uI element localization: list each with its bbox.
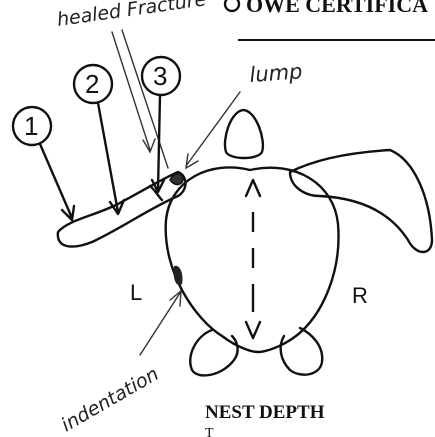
length-arrow-top-head [246,180,260,196]
callout-1: 1 [13,107,74,220]
length-arrow-bottom-head [246,322,260,338]
rear-left-flipper [190,330,237,375]
rear-right-flipper [281,328,323,375]
section-heading: NEST DEPTH [205,402,325,423]
callout-3-label: 3 [153,61,167,91]
annotation-lump: lump [249,59,303,87]
front-right-flipper [290,150,432,252]
indentation-arrow [140,291,181,355]
healed-fracture-arrow [112,32,155,152]
header-fragment: OWE CERTIFICA [246,0,428,17]
callout-3: 3 [142,57,180,192]
section-body-fragment: T [205,426,214,437]
indentation-mark [174,266,183,285]
callout-2-label: 2 [85,69,99,99]
side-label-left: L [130,280,142,305]
annotation-healed-fracture: healed Fracture [56,0,208,31]
callout-1-label: 1 [24,111,38,141]
turtle-head [225,110,263,158]
annotation-indentation: indentation [58,363,163,436]
header-circle-fragment [225,0,239,11]
callout-2: 2 [74,65,124,214]
side-label-right: R [352,283,368,308]
